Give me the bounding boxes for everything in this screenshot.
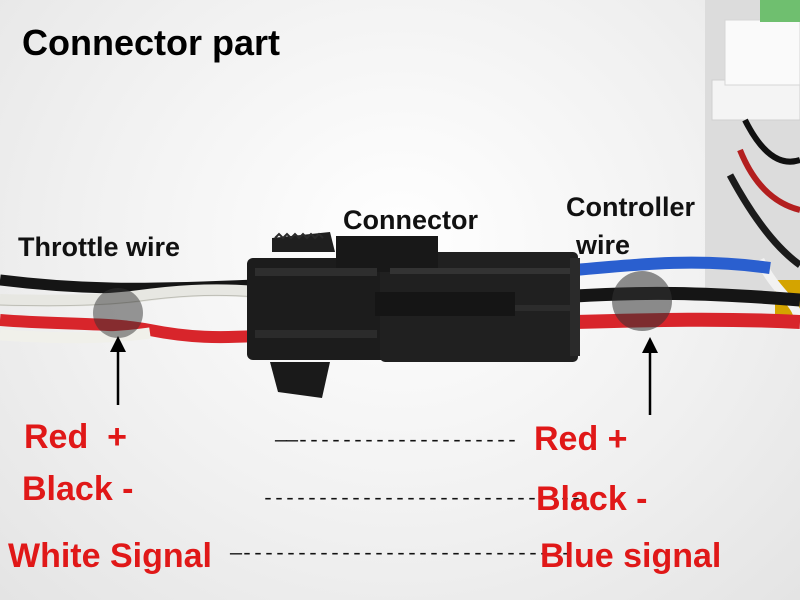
controller-label-line1: Controller: [566, 192, 696, 222]
controller-arrow: [642, 337, 658, 415]
black-separator-line: -----------------------------: [262, 488, 582, 511]
left-white-signal-label: White Signal: [8, 537, 212, 575]
controller-wires: [574, 256, 800, 329]
left-red-plus-label: Red +: [24, 418, 127, 456]
red-separator-line: ——--------------------: [275, 430, 518, 453]
left-black-minus-label: Black -: [22, 470, 134, 508]
throttle-wires: [0, 274, 256, 344]
white-separator-line: —------------------------------: [230, 543, 572, 566]
page-title: Connector part: [22, 22, 281, 63]
throttle-wire-label: Throttle wire: [18, 232, 181, 262]
connector-body: [247, 232, 580, 398]
controller-label-line2: wire: [576, 230, 631, 260]
connector-label: Connector: [343, 205, 478, 235]
controller-highlight-circle: [612, 271, 672, 331]
throttle-arrow: [110, 336, 126, 405]
right-red-plus-label: Red +: [534, 420, 628, 458]
right-black-minus-label: Black -: [536, 480, 648, 518]
right-blue-signal-label: Blue signal: [540, 537, 722, 575]
throttle-highlight-circle: [93, 288, 143, 338]
controller-board: [705, 0, 800, 331]
